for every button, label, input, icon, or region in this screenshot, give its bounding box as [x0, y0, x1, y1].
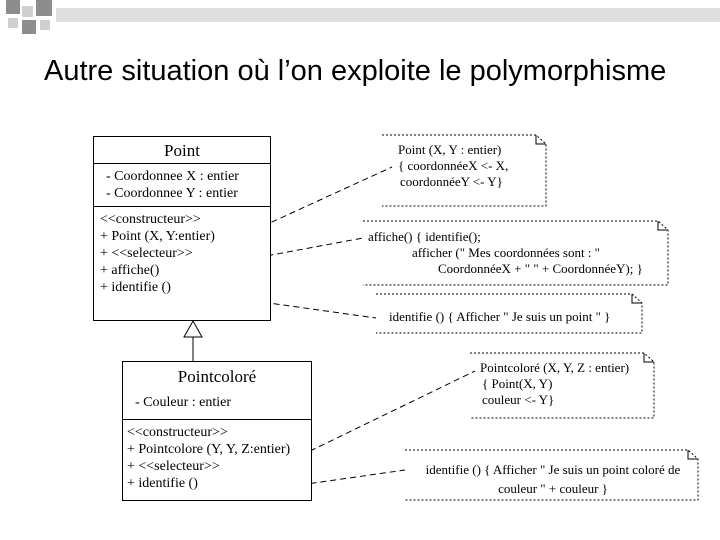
class-point-method: + identifie () [100, 280, 171, 295]
slide-title: Autre situation où l’on exploite le poly… [44, 55, 667, 87]
note-line: couleur <- Y} [482, 392, 555, 407]
class-pointcolore-method: <<constructeur>> [127, 425, 228, 440]
class-point-method: + <<selecteur>> [100, 246, 193, 261]
inheritance-arrow [183, 319, 203, 338]
class-point-method: + affiche() [100, 263, 160, 278]
decor-square-6 [40, 20, 50, 30]
note-pointcolore-constructor: Pointcoloré (X, Y, Z : entier) { Point(X… [480, 360, 652, 408]
note-identifie-pointcolore: identifie () { Afficher " Je suis un poi… [410, 462, 696, 497]
decor-square-4 [8, 18, 18, 28]
class-point: Point - Coordonnee X : entier - Coordonn… [93, 136, 271, 321]
note-outline-pointcolore-constructor [470, 352, 655, 419]
note-line: CoordonnéeX + " " + CoordonnéeY); } [438, 261, 643, 276]
note-line: couleur " + couleur } [498, 481, 608, 496]
note-line: identifie () { Afficher " Je suis un poi… [389, 309, 611, 324]
class-point-name: Point [164, 141, 200, 160]
class-point-attribute: - Coordonnee X : entier [106, 169, 239, 184]
note-line: affiche() { identifie(); [368, 229, 481, 244]
class-pointcolore-method: + identifie () [127, 476, 198, 491]
note-point-constructor: Point (X, Y : entier) { coordonnéeX <- X… [390, 142, 540, 190]
class-point-attribute: - Coordonnee Y : entier [106, 186, 238, 201]
class-pointcolore-name: Pointcoloré [177, 367, 257, 386]
note-line: { coordonnéeX <- X, [398, 158, 509, 173]
note-affiche: affiche() { identifie(); afficher (" Mes… [368, 229, 664, 277]
class-point-method: <<constructeur>> [100, 212, 201, 227]
class-pointcolore: Pointcoloré - Couleur : entier <<constru… [122, 361, 312, 501]
note-line: afficher (" Mes coordonnées sont : " [412, 245, 600, 260]
note-outline-point-constructor [382, 134, 547, 207]
decor-square-1 [6, 0, 20, 14]
class-point-method: + Point (X, Y:entier) [100, 229, 215, 244]
note-line: Point (X, Y : entier) [398, 142, 502, 157]
class-pointcolore-method: + <<selecteur>> [127, 459, 220, 474]
decor-square-5 [22, 20, 36, 34]
decor-square-2 [22, 6, 33, 17]
class-pointcolore-method: + Pointcolore (Y, Y, Z:entier) [127, 442, 291, 457]
note-line: coordonnéeY <- Y} [400, 174, 503, 189]
note-identifie-point: identifie () { Afficher " Je suis un poi… [389, 309, 639, 325]
class-pointcolore-attribute: - Couleur : entier [135, 395, 232, 410]
note-line: identifie () { Afficher " Je suis un poi… [425, 462, 681, 477]
connector-pointcolore-constructor [309, 370, 476, 452]
note-line: Pointcoloré (X, Y, Z : entier) [480, 360, 630, 375]
note-line: { Point(X, Y) [482, 376, 553, 391]
decor-bar [56, 8, 720, 22]
decor-square-3 [36, 0, 52, 16]
